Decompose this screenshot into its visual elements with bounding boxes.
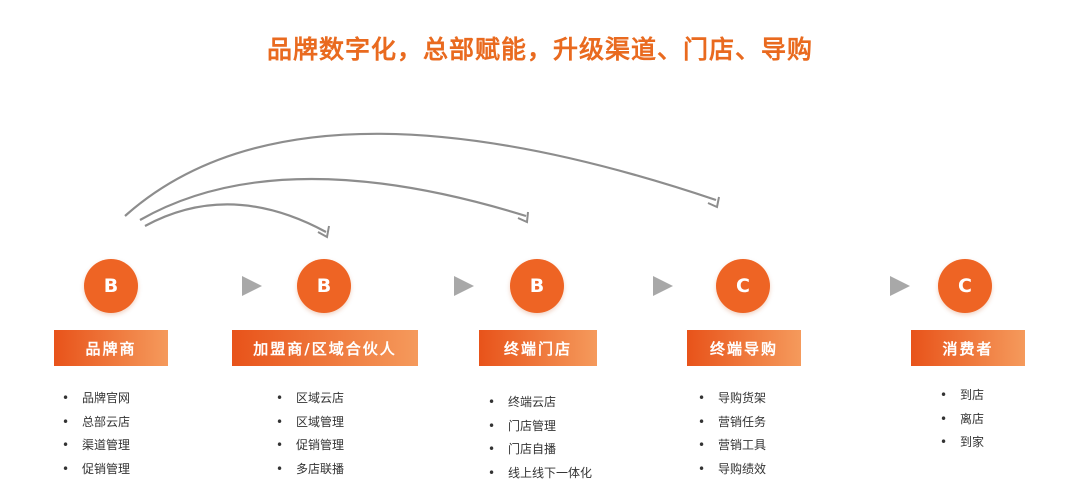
stage-label-store: 终端门店	[479, 330, 597, 366]
stage-badge-partner: B	[297, 259, 351, 313]
stage-label-consumer: 消费者	[911, 330, 1025, 366]
list-item: 促销管理	[276, 434, 344, 458]
list-item: 导购货架	[698, 387, 766, 411]
stage-items-consumer: 到店 离店 到家	[940, 384, 984, 455]
horizontal-arrow-3	[607, 276, 673, 296]
list-item: 营销工具	[698, 434, 766, 458]
list-item: 渠道管理	[62, 434, 130, 458]
list-item: 区域云店	[276, 387, 344, 411]
stage-label-partner: 加盟商/区域合伙人	[232, 330, 418, 366]
arc-arrow-to-guide	[125, 134, 716, 216]
list-item: 品牌官网	[62, 387, 130, 411]
stage-label-brand: 品牌商	[54, 330, 168, 366]
list-item: 线上线下一体化	[488, 462, 592, 485]
stage-badge-store: B	[510, 259, 564, 313]
list-item: 离店	[940, 408, 984, 432]
stage-badge-guide: C	[716, 259, 770, 313]
arc-arrow-to-store	[140, 179, 526, 220]
list-item: 到家	[940, 431, 984, 455]
stage-label-guide: 终端导购	[687, 330, 801, 366]
list-item: 营销任务	[698, 411, 766, 435]
stage-badge-brand: B	[84, 259, 138, 313]
horizontal-arrow-1	[194, 276, 262, 296]
stage-badge-consumer: C	[938, 259, 992, 313]
list-item: 促销管理	[62, 458, 130, 482]
horizontal-arrow-4	[843, 276, 910, 296]
arc-arrow-to-partner	[145, 204, 326, 232]
list-item: 门店管理	[488, 415, 592, 439]
list-item: 导购绩效	[698, 458, 766, 482]
list-item: 门店自播	[488, 438, 592, 462]
list-item: 区域管理	[276, 411, 344, 435]
stage-items-store: 终端云店 门店管理 门店自播 线上线下一体化	[488, 391, 592, 485]
horizontal-arrow-2	[407, 276, 474, 296]
list-item: 多店联播	[276, 458, 344, 482]
list-item: 终端云店	[488, 391, 592, 415]
list-item: 总部云店	[62, 411, 130, 435]
list-item: 到店	[940, 384, 984, 408]
